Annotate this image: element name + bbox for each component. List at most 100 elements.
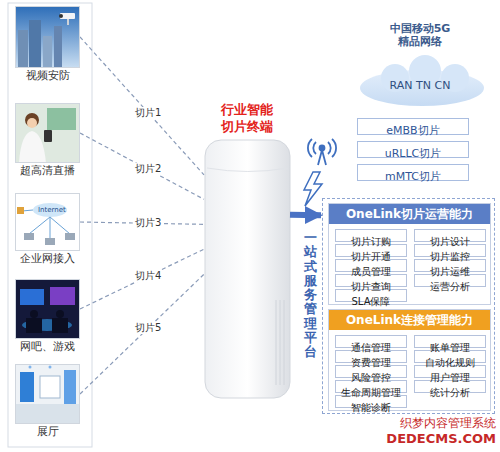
building xyxy=(54,26,62,68)
room xyxy=(15,279,80,339)
body xyxy=(19,131,46,163)
capability-item: 切片订购 xyxy=(335,229,407,242)
camera-lens xyxy=(59,14,63,18)
capability-name: 生命周期管理 xyxy=(341,387,401,398)
player xyxy=(30,310,38,318)
computer xyxy=(24,233,34,240)
phone xyxy=(44,130,52,142)
camera xyxy=(60,13,75,19)
capability-name: 风险管控 xyxy=(351,372,391,383)
live-picture xyxy=(15,103,80,163)
network-tag: Internet xyxy=(38,206,66,214)
capability-panel: OneLink切片运营能力切片订购切片设计切片开通切片监控成员管理切片运维切片查… xyxy=(328,203,491,305)
capability-name: 资费管理 xyxy=(351,357,391,368)
network-title: 中国移动5G 精品网络 xyxy=(387,22,453,50)
light xyxy=(29,366,32,369)
device-body xyxy=(205,140,290,398)
watermark: DEDECMS.COM xyxy=(386,431,496,446)
slice-link xyxy=(80,133,204,199)
slice-type: mMTC切片 xyxy=(385,169,441,184)
scenario-frame xyxy=(8,3,92,447)
platform-region: 一站式服务管理平台OneLink切片运营能力切片订购切片设计切片开通切片监控成员… xyxy=(322,198,495,414)
computer xyxy=(45,238,55,245)
device-grill xyxy=(276,300,284,385)
slice-label: 切片5 xyxy=(133,322,163,334)
scenario-caption: 超高清直播 xyxy=(8,164,87,177)
capability-name: 成员管理 xyxy=(351,266,391,277)
room xyxy=(15,364,80,424)
capability-item: 通信管理 xyxy=(335,335,407,348)
sky xyxy=(15,6,80,68)
capability-name: 运营分析 xyxy=(430,281,470,292)
scenario-caption: 网吧、游戏 xyxy=(8,340,87,353)
capability-item: 账单管理 xyxy=(414,335,486,348)
antenna-waves xyxy=(308,139,336,157)
capability-name: 智能诊断 xyxy=(351,402,391,413)
player xyxy=(56,310,64,318)
slice-type: eMBB切片 xyxy=(386,123,439,138)
capability-name: 切片运维 xyxy=(430,266,470,277)
hair xyxy=(25,113,39,127)
scenario-caption: 视频安防 xyxy=(8,69,87,82)
router-icon xyxy=(17,207,24,214)
slice-type-box: uRLLC切片 xyxy=(357,141,469,158)
slice-label: 切片3 xyxy=(133,217,163,229)
player xyxy=(26,318,42,333)
internet-cloud xyxy=(33,203,67,217)
lightning-icon xyxy=(304,172,322,206)
capability-name: 切片查询 xyxy=(351,281,391,292)
slice-link xyxy=(80,37,204,175)
scenario-image-box: 超高清直播 xyxy=(15,103,80,163)
floor xyxy=(15,404,80,424)
panel xyxy=(15,193,80,251)
scenario-image-box: 企业网接入 xyxy=(15,193,80,251)
slice-terminal: 行业智能 切片终端 xyxy=(205,140,290,398)
capability-name: 自动化规则 xyxy=(425,357,475,368)
antenna-dot xyxy=(320,146,325,151)
computer xyxy=(65,233,75,240)
slice-type-box: eMBB切片 xyxy=(357,118,469,135)
terminal-title: 行业智能 切片终端 xyxy=(218,102,278,136)
capability-name: 切片订购 xyxy=(351,236,391,247)
panel-heading: OneLink连接管理能力 xyxy=(329,310,490,330)
room xyxy=(15,103,80,163)
scenario-caption: 企业网接入 xyxy=(8,252,87,265)
slice-link xyxy=(80,274,204,394)
antenna-icon xyxy=(308,139,336,165)
slice-label: 切片2 xyxy=(133,163,163,175)
capability-name: 切片设计 xyxy=(430,236,470,247)
slice-type-box: mMTC切片 xyxy=(357,164,469,181)
face xyxy=(27,118,37,128)
capability-panel: OneLink连接管理能力通信管理账单管理资费管理自动化规则风险管控用户管理生命… xyxy=(328,309,491,411)
slice-label: 切片4 xyxy=(133,270,163,282)
display xyxy=(20,372,34,402)
slice-type: uRLLC切片 xyxy=(385,146,442,161)
showroom-picture xyxy=(15,364,80,424)
building xyxy=(29,20,41,68)
capability-name: 通信管理 xyxy=(351,342,391,353)
capability-name: 用户管理 xyxy=(430,372,470,383)
capability-name: 切片开通 xyxy=(351,251,391,262)
screen xyxy=(47,108,76,130)
monitor xyxy=(50,287,75,305)
building xyxy=(43,36,52,68)
light xyxy=(49,366,52,369)
slice-link xyxy=(80,249,204,309)
camera-mount xyxy=(67,19,69,25)
monitor xyxy=(20,289,44,305)
antenna-mast xyxy=(318,150,326,165)
terminal-device xyxy=(205,140,290,398)
scenario-image-box: 展厅 xyxy=(15,364,80,424)
panel-heading: OneLink切片运营能力 xyxy=(329,204,490,224)
gaming-picture xyxy=(15,279,80,339)
capability-name: 统计分析 xyxy=(430,387,470,398)
security-picture xyxy=(15,6,80,68)
scenario-caption: 展厅 xyxy=(8,425,87,438)
capability-name: SLA保障 xyxy=(352,296,391,307)
building xyxy=(18,30,28,68)
slice-label: 切片1 xyxy=(133,107,163,119)
flow-arrow xyxy=(290,212,321,218)
display xyxy=(64,370,76,404)
capability-item: 切片设计 xyxy=(414,229,486,242)
capability-name: 账单管理 xyxy=(430,342,470,353)
